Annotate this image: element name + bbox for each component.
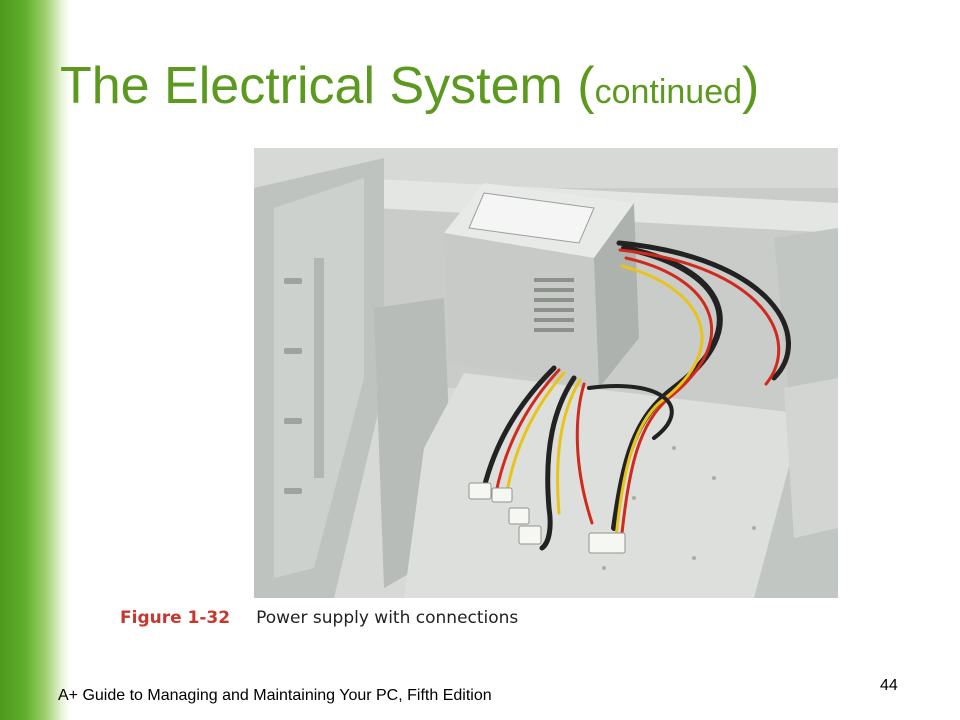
title-close: ) [742, 57, 760, 115]
green-side-bar [0, 0, 70, 720]
power-supply-photo [254, 148, 838, 598]
slide-title: The Electrical System (continued) [60, 57, 760, 115]
title-continued: continued [594, 73, 743, 111]
figure-caption-text: Power supply with connections [256, 608, 519, 628]
figure: Figure 1-32 Power supply with connections [120, 145, 840, 632]
page-number: 44 [880, 677, 898, 694]
power-supply-illustration [254, 148, 838, 598]
figure-caption: Figure 1-32 Power supply with connections [120, 607, 518, 629]
title-main: The Electrical System ( [60, 57, 595, 115]
footer-text: A+ Guide to Managing and Maintaining You… [58, 687, 492, 704]
figure-label: Figure 1-32 [120, 608, 231, 628]
